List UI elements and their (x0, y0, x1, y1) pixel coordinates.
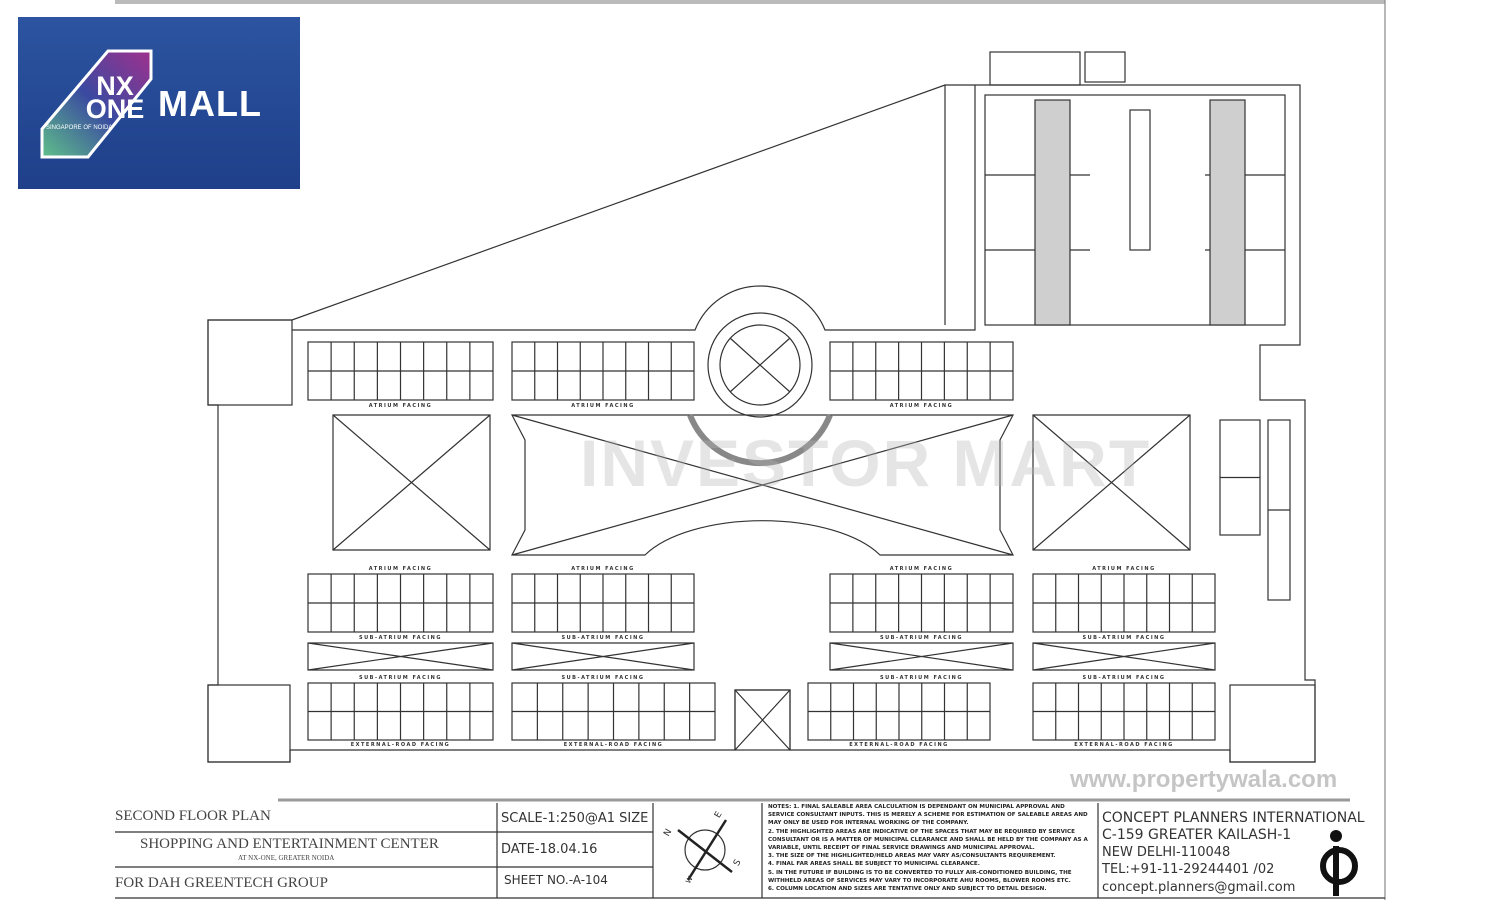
shop-block (1032, 573, 1216, 633)
facing-label: ATRIUM FACING (369, 566, 432, 572)
shop-block (307, 341, 494, 401)
note: 2. THE HIGHLIGHTED AREAS ARE INDICATIVE … (768, 828, 1088, 852)
note: 6. COLUMN LOCATION AND SIZES ARE TENTATI… (768, 886, 1047, 893)
facing-label: EXTERNAL-ROAD FACING (1074, 742, 1174, 748)
drawing-title: SECOND FLOOR PLAN (115, 808, 271, 824)
shop-block (829, 573, 1014, 633)
facing-label: ATRIUM FACING (1092, 566, 1155, 572)
facing-label: ATRIUM FACING (890, 566, 953, 572)
shop-block (1219, 419, 1261, 536)
architect-address-1: C-159 GREATER KAILASH-1 (1102, 827, 1292, 843)
architect-address-2: NEW DELHI-110048 (1102, 845, 1231, 860)
cpi-monogram-icon (1320, 830, 1358, 896)
sub-atrium-void (829, 642, 1014, 671)
note: 3. THE SIZE OF THE HIGHLIGHTED/HELD AREA… (768, 853, 1056, 860)
facing-label: ATRIUM FACING (571, 403, 634, 409)
logo-tagline: SINGAPORE OF NOIDA (46, 125, 113, 131)
facing-label: SUB-ATRIUM FACING (562, 635, 645, 641)
facing-label: SUB-ATRIUM FACING (880, 635, 963, 641)
facing-label: SUB-ATRIUM FACING (1083, 675, 1166, 681)
facing-label: ATRIUM FACING (571, 566, 634, 572)
logo-one: ONE (85, 94, 145, 124)
sheet-number: SHEET NO.-A-104 (504, 873, 608, 887)
logo-mall-text: MALL (158, 83, 262, 124)
facing-label: SUB-ATRIUM FACING (1083, 635, 1166, 641)
client-name: FOR DAH GREENTECH GROUP (115, 875, 328, 891)
scale-label: SCALE-1:250@A1 SIZE (501, 811, 649, 826)
architect-name: CONCEPT PLANNERS INTERNATIONAL (1102, 810, 1365, 826)
sub-atrium-void (511, 642, 695, 671)
shop-block (829, 341, 1014, 401)
project-location: AT NX-ONE, GREATER NOIDA (238, 854, 335, 862)
facing-label: EXTERNAL-ROAD FACING (351, 742, 451, 748)
architect-tel: TEL:+91-11-29244401 /02 (1102, 862, 1275, 877)
facing-label: SUB-ATRIUM FACING (562, 675, 645, 681)
facing-label: SUB-ATRIUM FACING (359, 675, 442, 681)
notes-block: NOTES: 1. FINAL SALEABLE AREA CALCULATIO… (768, 803, 1093, 893)
shop-block (307, 573, 494, 633)
shop-block (307, 682, 494, 741)
shop-block (1032, 682, 1216, 741)
project-name: SHOPPING AND ENTERTAINMENT CENTER (140, 836, 439, 852)
investor-mart-watermark: INVESTOR MART (580, 426, 1152, 500)
shop-block (511, 341, 695, 401)
shop-block (511, 573, 695, 633)
logo-emblem-icon (40, 49, 153, 159)
note: 5. IN THE FUTURE IF BUILDING IS TO BE CO… (768, 869, 1072, 884)
facing-label: ATRIUM FACING (890, 403, 953, 409)
logo-nx: NX (96, 71, 134, 101)
shop-block (807, 682, 991, 741)
facing-label: SUB-ATRIUM FACING (359, 635, 442, 641)
shop-block (511, 682, 716, 741)
sub-atrium-void (307, 642, 494, 671)
propertywala-watermark: www.propertywala.com (1070, 766, 1338, 793)
facing-label: ATRIUM FACING (369, 403, 432, 409)
sub-atrium-void (1032, 642, 1216, 671)
date-label: DATE-18.04.16 (501, 842, 598, 857)
note: 4. FINAL FAR AREAS SHALL BE SUBJECT TO M… (768, 861, 980, 868)
shop-block (1267, 419, 1291, 601)
facing-label: EXTERNAL-ROAD FACING (849, 742, 949, 748)
architect-email: concept.planners@gmail.com (1102, 880, 1296, 895)
note: NOTES: 1. FINAL SALEABLE AREA CALCULATIO… (768, 804, 1088, 827)
facing-label: EXTERNAL-ROAD FACING (564, 742, 664, 748)
facing-label: SUB-ATRIUM FACING (880, 675, 963, 681)
